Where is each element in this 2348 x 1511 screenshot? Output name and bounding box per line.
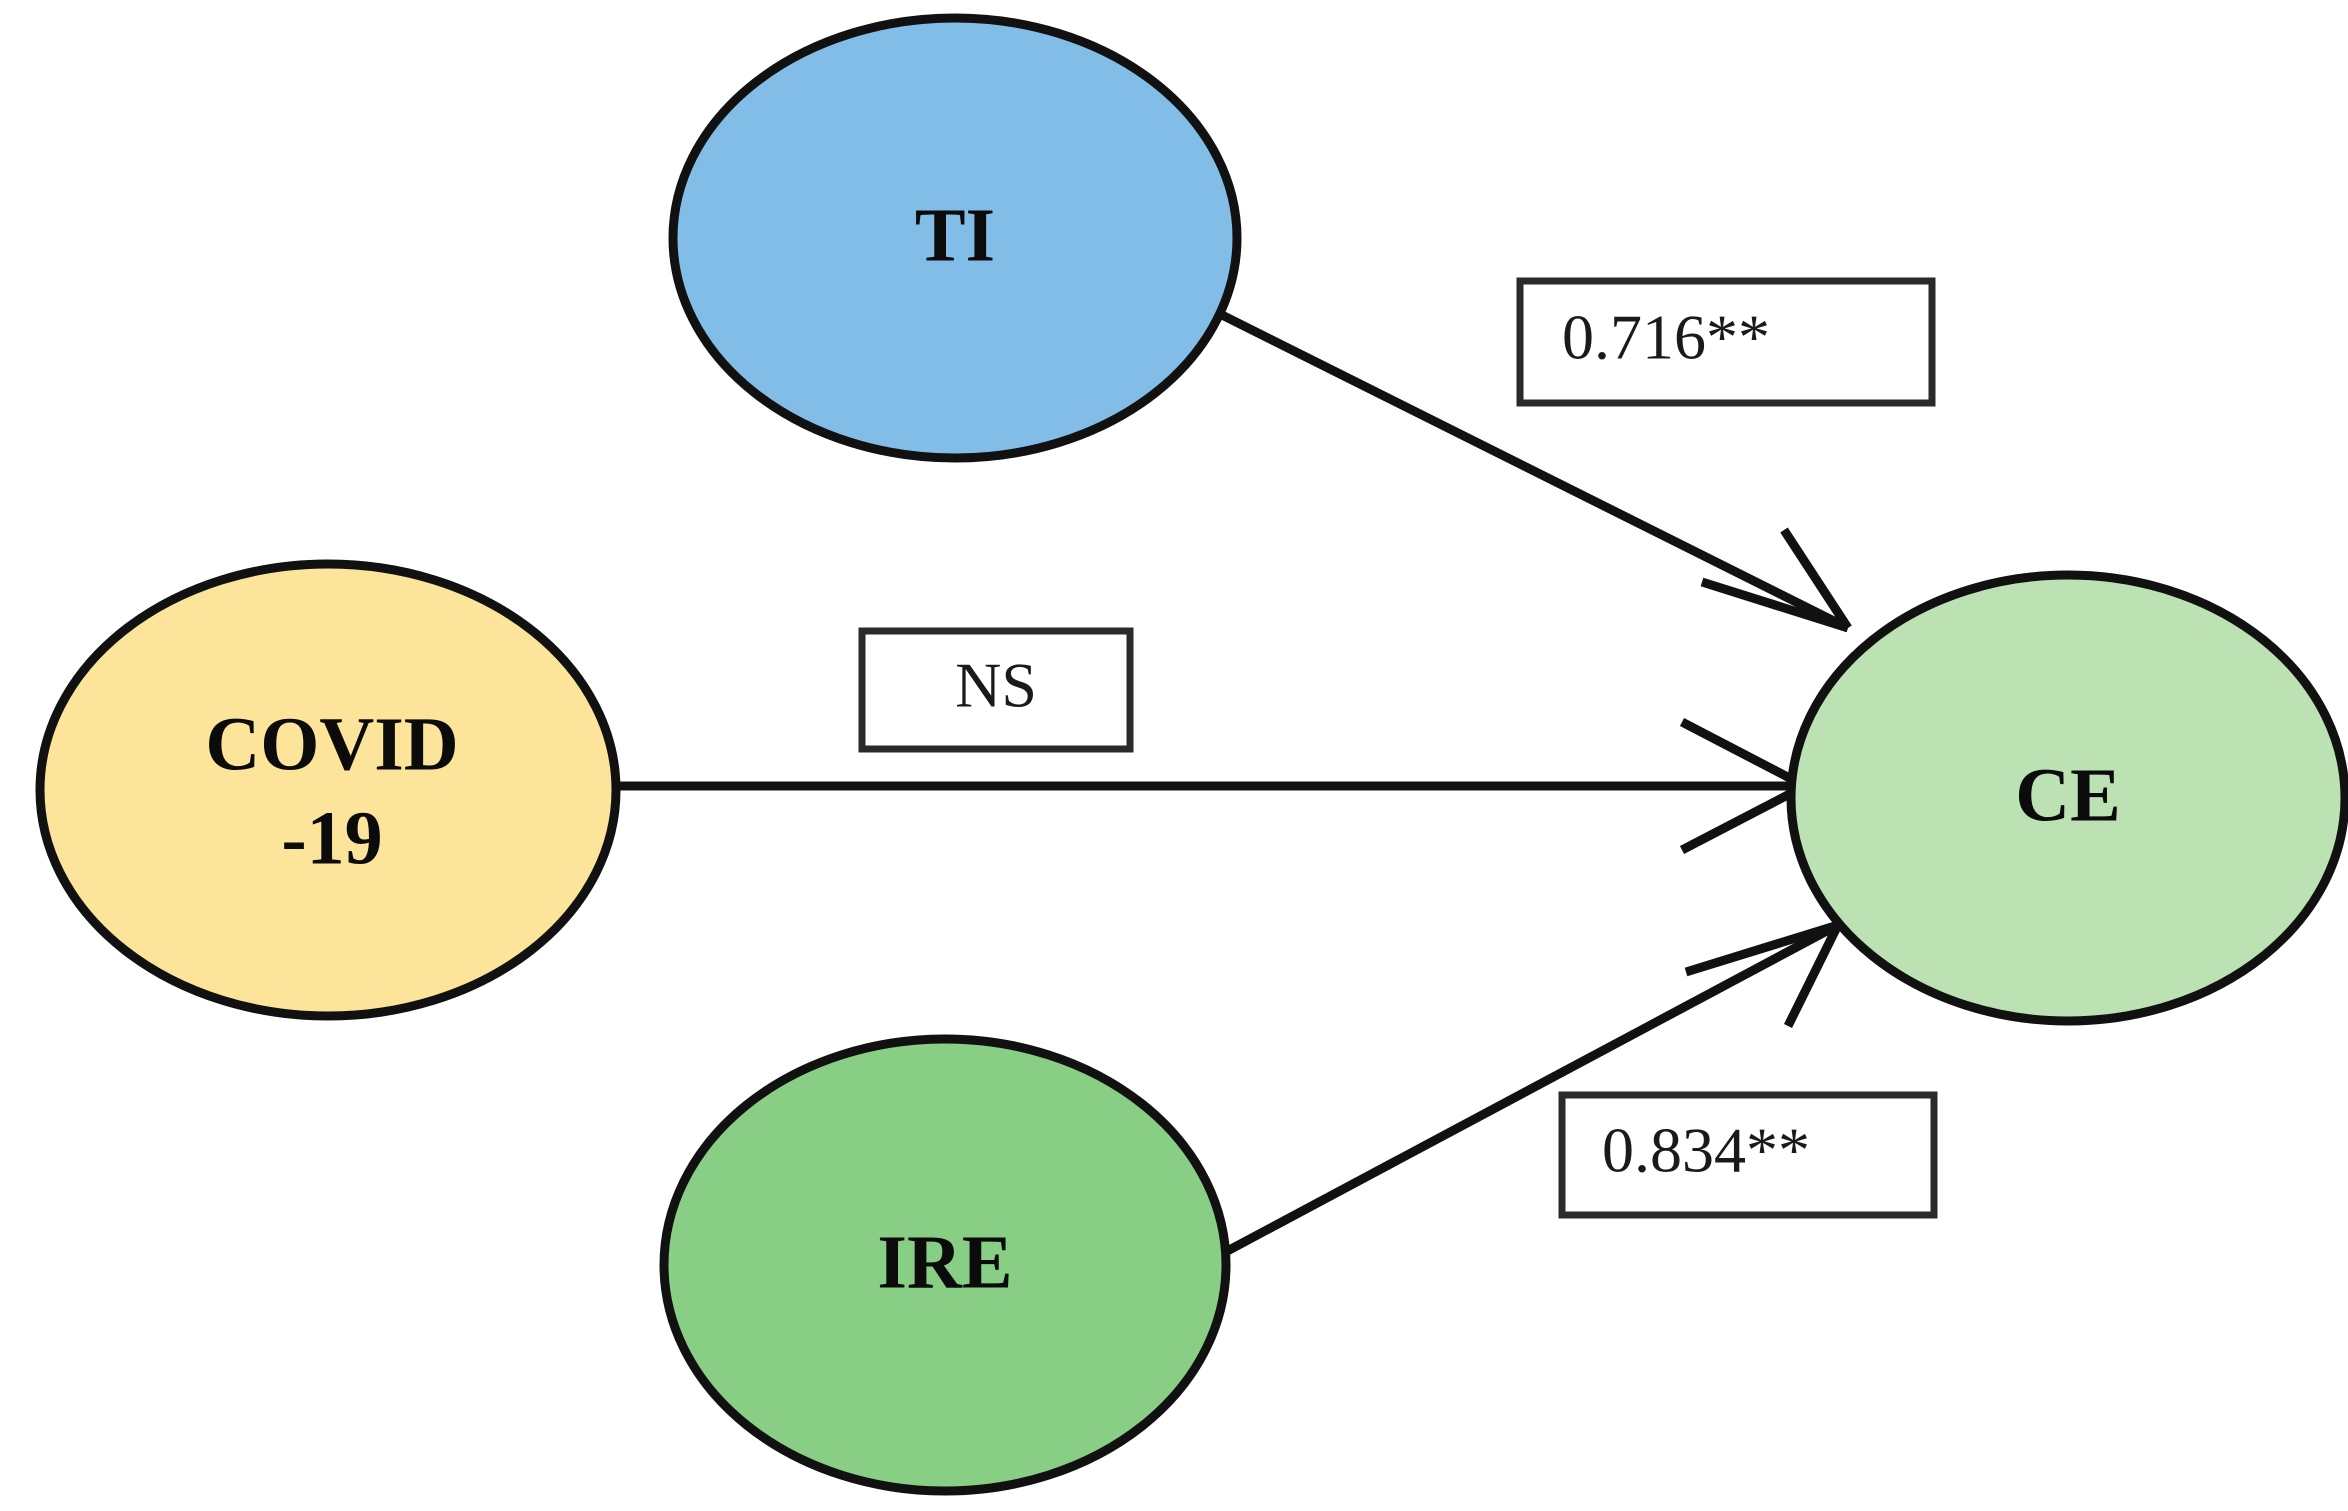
node-ce[interactable]: CE [1786,570,2348,1026]
node-covid19[interactable]: COVID -19 [35,559,621,1021]
path-label-text-covid19-ce: NS [955,650,1037,721]
path-label-box-ti-ce[interactable]: 0.716** [1516,277,1936,407]
node-covid19-label-line1: COVID [205,702,458,786]
arrowhead-ti-ce [1700,527,1852,633]
node-ti-ellipse [668,13,1242,463]
arrowhead-ire-ce [1684,920,1843,1028]
node-covid19-label-line2: -19 [281,796,382,880]
edge-ti-to-ce[interactable] [1199,300,1852,633]
path-label-rect-ti-ce [1516,277,1936,407]
node-ce-ellipse [1786,570,2348,1026]
edge-line-ire-ce [1215,921,1841,1260]
edge-ire-to-ce[interactable] [1215,920,1843,1260]
node-ire[interactable]: IRE [659,1034,1231,1496]
path-label-box-ire-ce[interactable]: 0.834** [1558,1091,1938,1219]
node-ire-ellipse [659,1034,1231,1496]
node-covid19-ellipse [35,559,621,1021]
node-ire-label: IRE [877,1220,1012,1304]
path-label-rect-ire-ce [1558,1091,1938,1219]
path-label-text-ti-ce: 0.716** [1562,302,1770,373]
node-ti[interactable]: TI [668,13,1242,463]
arrowhead-covid19-ce [1679,718,1808,854]
path-label-box-covid19-ce[interactable]: NS [858,627,1134,753]
node-ti-label: TI [915,193,995,277]
edge-line-ti-ce [1199,300,1851,633]
path-label-rect-covid19-ce [858,627,1134,753]
edge-covid19-to-ce[interactable] [612,718,1808,854]
node-ce-label: CE [2015,753,2121,837]
path-label-text-ire-ce: 0.834** [1602,1115,1810,1186]
